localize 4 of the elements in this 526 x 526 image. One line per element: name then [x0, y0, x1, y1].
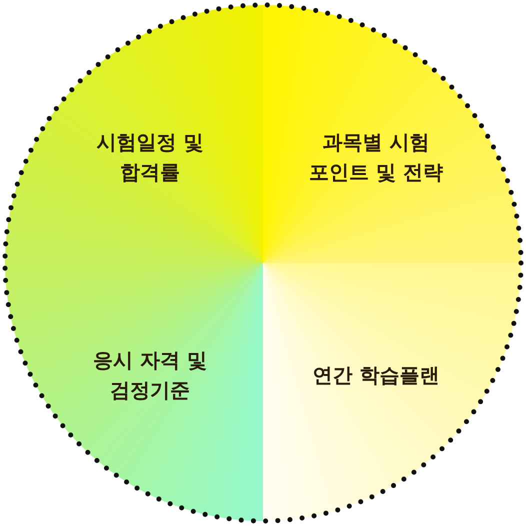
- slice-label: 연간 학습플랜: [312, 362, 440, 389]
- slice-label: 과목별 시험 포인트 및 전략: [308, 129, 444, 186]
- slice-label: 응시 자격 및 검정기준: [92, 347, 208, 404]
- slice-label: 시험일정 및 합격률: [96, 129, 204, 186]
